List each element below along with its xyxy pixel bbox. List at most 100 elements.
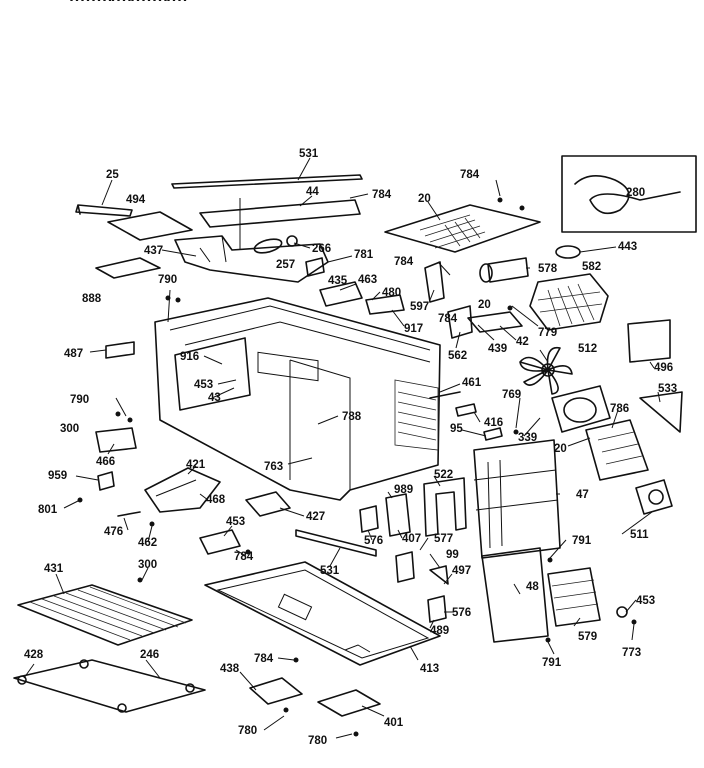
bracket-466 (95, 427, 137, 453)
switch-597 (424, 261, 445, 303)
glass-tray-246 (13, 659, 206, 713)
callout-562: 562 (448, 350, 467, 362)
panel-888 (95, 257, 161, 279)
callout-20-mid: 20 (478, 299, 491, 311)
frame-47 (473, 439, 561, 559)
screw-fasteners (77, 197, 637, 737)
callout-43: 43 (208, 392, 221, 404)
callout-453-bottom: 453 (226, 516, 245, 528)
callout-788: 788 (342, 411, 362, 423)
fuse-443 (555, 245, 581, 259)
callout-496: 496 (654, 362, 673, 374)
callout-431: 431 (44, 563, 64, 575)
cage-582 (529, 273, 609, 331)
callout-437: 437 (144, 245, 163, 257)
callout-48: 48 (526, 581, 539, 593)
switch-497 (395, 551, 415, 583)
bracket-439 (447, 305, 473, 339)
callout-47: 47 (576, 489, 589, 501)
lever-99 (429, 565, 449, 585)
duct-housing-437 (174, 235, 329, 283)
callout-790-left: 790 (70, 394, 89, 406)
bracket-427 (245, 491, 291, 517)
probe-cable-280 (574, 175, 681, 215)
callout-781: 781 (354, 249, 374, 261)
callout-576-a: 576 (364, 535, 383, 547)
callout-443: 443 (618, 241, 637, 253)
callout-438: 438 (220, 663, 240, 675)
callout-20-top: 20 (418, 193, 431, 205)
callout-763: 763 (264, 461, 283, 473)
callout-266: 266 (312, 243, 331, 255)
capacitor-578 (487, 257, 529, 283)
callout-339: 339 (518, 432, 537, 444)
callout-801: 801 (38, 504, 58, 516)
callout-791-bottom: 791 (542, 657, 562, 669)
switch-576 (359, 505, 379, 533)
bracket-533 (639, 391, 683, 433)
panel-496 (627, 319, 671, 363)
callout-578: 578 (538, 263, 558, 275)
bracket-42 (467, 311, 523, 333)
callout-labels: 531 25 44 784 784 494 20 280 437 266 781… (24, 148, 677, 747)
coil-266 (286, 235, 298, 247)
callout-401: 401 (384, 717, 404, 729)
bar-476 (117, 511, 141, 517)
orifice-339 (551, 385, 611, 433)
callout-42: 42 (516, 336, 529, 348)
callout-511: 511 (630, 529, 649, 541)
callout-461: 461 (462, 377, 482, 389)
callout-888: 888 (82, 293, 102, 305)
callout-280: 280 (626, 187, 645, 199)
clip-95 (483, 427, 503, 441)
diode-453 (616, 606, 628, 618)
vent-cover-20 (384, 204, 541, 253)
callout-779: 779 (538, 327, 557, 339)
leader-lines (23, 157, 661, 739)
cover-438 (249, 677, 303, 705)
callout-784-d: 784 (438, 313, 458, 325)
callout-25: 25 (106, 169, 119, 181)
callout-95: 95 (450, 423, 463, 435)
transformer-579 (547, 567, 601, 627)
callout-421: 421 (186, 459, 206, 471)
callout-407: 407 (402, 533, 421, 545)
callout-476: 476 (104, 526, 123, 538)
callout-784-e: 784 (234, 551, 254, 563)
clip-959 (97, 471, 115, 491)
callout-784-f: 784 (254, 653, 274, 665)
callout-531-top: 531 (299, 148, 319, 160)
cropped-header-text: - - - - - - - -- - - -- - - - - - -- - -… (70, 0, 186, 5)
callout-531-bottom: 531 (320, 565, 340, 577)
lamp-257 (253, 238, 283, 254)
callout-20-right: 20 (554, 443, 567, 455)
motor-511 (635, 479, 673, 515)
cover-401 (317, 689, 381, 717)
callout-257: 257 (276, 259, 295, 271)
callout-989: 989 (394, 484, 413, 496)
callout-489: 489 (430, 625, 449, 637)
callout-579: 579 (578, 631, 597, 643)
callout-453-right: 453 (636, 595, 655, 607)
callout-784-a: 784 (372, 189, 392, 201)
callout-773: 773 (622, 647, 641, 659)
callout-468: 468 (206, 494, 226, 506)
callout-533: 533 (658, 383, 677, 395)
callout-522: 522 (434, 469, 453, 481)
callout-480: 480 (382, 287, 401, 299)
callout-512: 512 (578, 343, 597, 355)
callout-463-top: 463 (358, 274, 377, 286)
callout-300-left: 300 (60, 423, 79, 435)
cavity-opening (174, 337, 251, 411)
bracket-463 (319, 281, 363, 307)
callout-99: 99 (446, 549, 459, 561)
clip-416 (455, 403, 477, 417)
callout-780-b: 780 (308, 735, 327, 747)
fan-512 (519, 346, 573, 395)
callout-577: 577 (434, 533, 453, 545)
callout-44: 44 (306, 186, 319, 198)
switch-407 (385, 493, 411, 537)
callout-435: 435 (328, 275, 348, 287)
callout-959: 959 (48, 470, 67, 482)
